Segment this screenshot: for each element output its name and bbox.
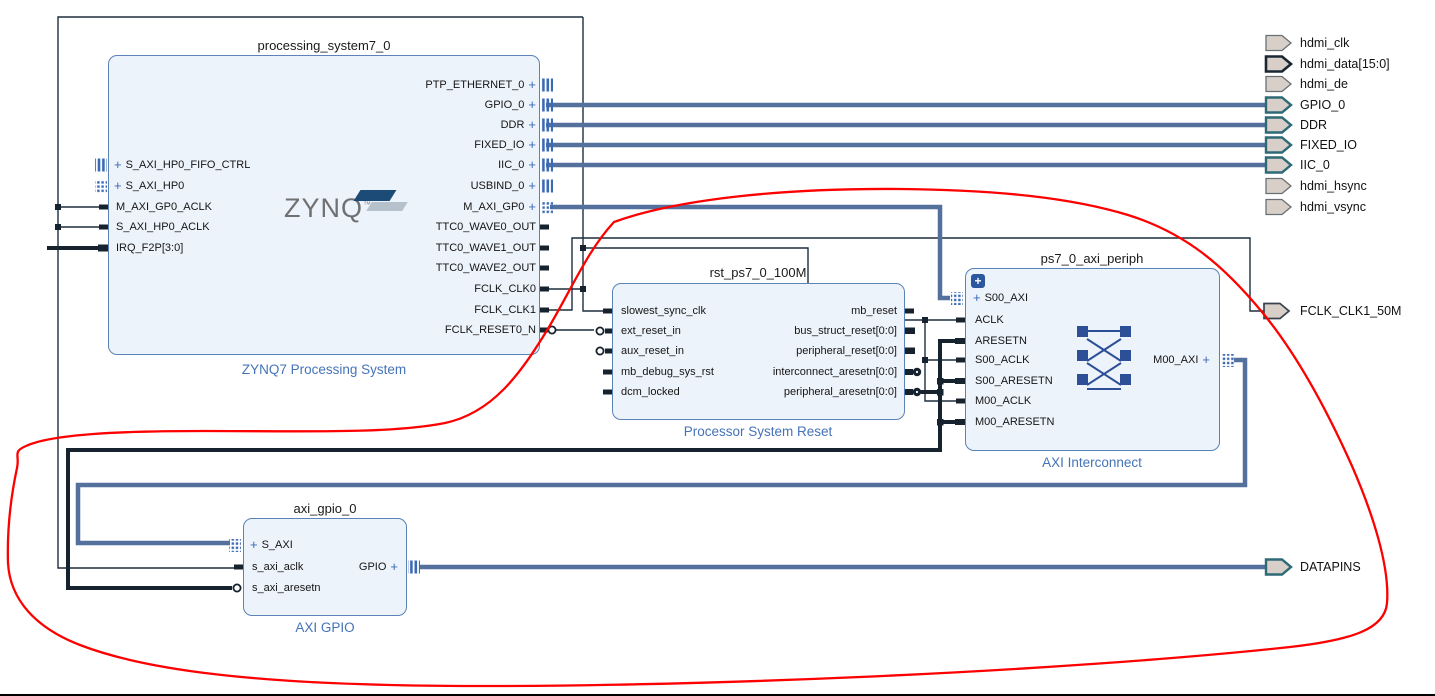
port-label-hdmi-de: hdmi_de — [1300, 77, 1348, 91]
pin-gpio-0[interactable]: GPIO_0+ — [484, 97, 536, 112]
pin-m00-aresetn[interactable]: M00_ARESETN — [975, 416, 1055, 428]
port-fclk-clk1-50m[interactable] — [1263, 302, 1291, 320]
port-label-fclk-clk1-50m: FCLK_CLK1_50M — [1300, 304, 1402, 318]
pin-s-axi-hp0[interactable]: +S_AXI_HP0 — [114, 178, 185, 193]
block-subtitle-gpio: AXI GPIO — [295, 620, 355, 635]
port-hdmi-data[interactable] — [1264, 55, 1294, 73]
port-ddr[interactable] — [1264, 116, 1293, 134]
pin-ttc0-wave1-out[interactable]: TTC0_WAVE1_OUT — [435, 242, 536, 254]
pin-interconnect-aresetn[interactable]: interconnect_aresetn[0:0] — [772, 366, 897, 378]
pin-m00-axi[interactable]: M00_AXI+ — [1153, 352, 1210, 367]
pin-s-axi[interactable]: +S_AXI — [250, 537, 293, 552]
plus-icon: + — [528, 178, 536, 193]
port-label-gpio-0: GPIO_0 — [1300, 98, 1346, 112]
pin-irq-f2p[interactable]: IRQ_F2P[3:0] — [116, 242, 184, 254]
pin-bus-struct-reset[interactable]: bus_struct_reset[0:0] — [794, 325, 897, 337]
pin-iic-0[interactable]: IIC_0+ — [498, 157, 536, 172]
port-hdmi-de[interactable] — [1265, 75, 1293, 93]
pin-fclk-clk1[interactable]: FCLK_CLK1 — [474, 304, 536, 316]
port-hdmi-hsync[interactable] — [1265, 177, 1293, 195]
pin-mb-reset[interactable]: mb_reset — [851, 305, 897, 317]
port-label-hdmi-clk: hdmi_clk — [1300, 36, 1350, 50]
pin-s00-aclk[interactable]: S00_ACLK — [975, 354, 1030, 366]
plus-icon: + — [1202, 352, 1210, 367]
plus-icon: + — [390, 559, 398, 574]
block-subtitle-ps7: ZYNQ7 Processing System — [241, 362, 407, 377]
pin-ttc0-wave0-out[interactable]: TTC0_WAVE0_OUT — [435, 221, 536, 233]
block-subtitle-periph: AXI Interconnect — [1042, 455, 1142, 470]
pin-m-axi-gp0[interactable]: M_AXI_GP0+ — [463, 199, 536, 214]
plus-icon: + — [528, 137, 536, 152]
port-label-datapins: DATAPINS — [1300, 560, 1361, 574]
pin-fixed-io[interactable]: FIXED_IO+ — [474, 137, 536, 152]
port-gpio-0[interactable] — [1264, 96, 1293, 114]
pin-fclk-clk0[interactable]: FCLK_CLK0 — [474, 283, 536, 295]
port-label-ddr: DDR — [1300, 118, 1328, 132]
expand-icon[interactable]: + — [971, 274, 985, 288]
plus-icon: + — [114, 157, 122, 172]
port-label-fixed-io: FIXED_IO — [1300, 138, 1357, 152]
port-label-hdmi-hsync: hdmi_hsync — [1300, 179, 1367, 193]
plus-icon: + — [250, 537, 258, 552]
port-label-hdmi-data: hdmi_data[15:0] — [1300, 57, 1390, 71]
pin-ptp-ethernet-0[interactable]: PTP_ETHERNET_0+ — [425, 77, 536, 92]
pin-s-axi-hp0-aclk[interactable]: S_AXI_HP0_ACLK — [116, 221, 210, 233]
pin-s-axi-aresetn[interactable]: s_axi_aresetn — [252, 582, 321, 594]
block-title-periph: ps7_0_axi_periph — [1040, 251, 1144, 266]
block-subtitle-rst: Processor System Reset — [683, 424, 833, 439]
plus-icon: + — [528, 157, 536, 172]
pin-fclk-reset0-n[interactable]: FCLK_RESET0_N — [444, 324, 536, 336]
block-title-gpio: axi_gpio_0 — [293, 501, 357, 516]
port-hdmi-vsync[interactable] — [1265, 198, 1293, 216]
pin-peripheral-reset[interactable]: peripheral_reset[0:0] — [796, 345, 897, 357]
plus-icon: + — [114, 178, 122, 193]
pin-gpio[interactable]: GPIO+ — [358, 559, 398, 574]
pin-usbind-0[interactable]: USBIND_0+ — [470, 178, 536, 193]
plus-icon: + — [528, 77, 536, 92]
port-iic-0[interactable] — [1264, 156, 1293, 174]
pin-m00-aclk[interactable]: M00_ACLK — [975, 395, 1032, 407]
port-hdmi-clk[interactable] — [1265, 34, 1293, 52]
pin-peripheral-aresetn[interactable]: peripheral_aresetn[0:0] — [783, 386, 897, 398]
pin-s-axi-hp0-fifo-ctrl[interactable]: +S_AXI_HP0_FIFO_CTRL — [114, 157, 251, 172]
port-label-iic-0: IIC_0 — [1300, 158, 1330, 172]
pin-s00-aresetn[interactable]: S00_ARESETN — [975, 375, 1053, 387]
pin-m-axi-gp0-aclk[interactable]: M_AXI_GP0_ACLK — [116, 201, 212, 213]
plus-icon: + — [973, 290, 981, 305]
block-title-rst: rst_ps7_0_100M — [709, 265, 807, 280]
plus-icon: + — [528, 117, 536, 132]
port-datapins[interactable] — [1264, 558, 1293, 576]
pin-ddr[interactable]: DDR+ — [500, 117, 536, 132]
port-label-hdmi-vsync: hdmi_vsync — [1300, 200, 1366, 214]
plus-icon: + — [528, 97, 536, 112]
plus-icon: + — [528, 199, 536, 214]
pin-s00-axi[interactable]: +S00_AXI — [973, 290, 1029, 305]
pin-s-axi-aclk[interactable]: s_axi_aclk — [252, 561, 304, 573]
port-fixed-io[interactable] — [1264, 136, 1293, 154]
pin-ttc0-wave2-out[interactable]: TTC0_WAVE2_OUT — [435, 262, 536, 274]
block-title-ps7: processing_system7_0 — [257, 38, 391, 53]
pin-aclk[interactable]: ACLK — [975, 314, 1004, 326]
pin-aresetn[interactable]: ARESETN — [975, 335, 1027, 347]
